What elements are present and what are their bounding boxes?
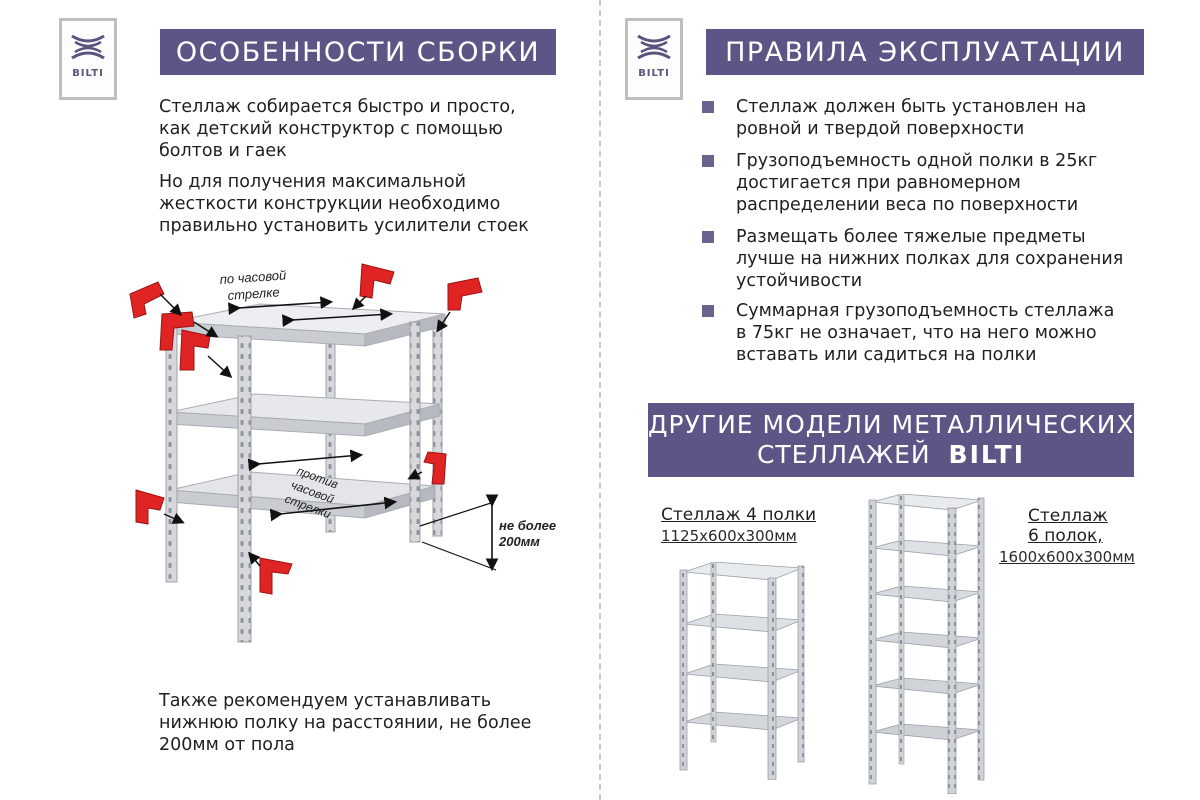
bracket-arrow	[163, 512, 185, 524]
shelf-post	[767, 577, 777, 780]
rule-line: вставать или садиться на полки	[736, 345, 1037, 365]
model-4-title: Стеллаж 4 полки	[661, 505, 817, 525]
bullet-square	[702, 101, 714, 113]
assembly-intro-line: Стеллаж собирается быстро и просто,	[159, 97, 516, 117]
shelf-post	[797, 565, 805, 763]
rule-line: лучше на нижних полках для сохранения	[736, 249, 1124, 269]
bracket-reinforcement	[447, 277, 483, 311]
bracket-arrow	[436, 311, 451, 333]
rule-line: Стеллаж должен быть установлен на	[736, 97, 1087, 117]
bracket-arrow	[407, 468, 423, 480]
shelf-level	[683, 613, 803, 633]
model-6-shelf-image	[868, 494, 985, 794]
model-4-dims: 1125х600х300мм	[661, 527, 797, 545]
rule-line: ровной и твердой поверхности	[736, 119, 1025, 139]
shelf-post	[868, 499, 877, 785]
model-6-dims: 1600х600х300мм	[999, 548, 1135, 566]
assembly-stiffness-line: правильно установить усилители стоек	[159, 216, 529, 236]
shelf-level	[871, 539, 983, 557]
assembly-stiffness: Но для получения максимальной жесткости …	[159, 171, 529, 237]
model-6-title-line: Стеллаж	[1028, 506, 1108, 526]
brand-logo-icon	[637, 34, 671, 60]
brand-logo-text: BILTI	[638, 68, 670, 79]
assembly-footer-line: 200мм от пола	[159, 735, 295, 755]
bracket-reinforcement	[159, 311, 195, 351]
models-banner-word: СТЕЛЛАЖЕЙ	[756, 440, 931, 469]
bracket-reinforcement	[179, 329, 211, 371]
assembly-intro: Стеллаж собирается быстро и просто, как …	[159, 96, 516, 162]
bracket-reinforcement	[259, 557, 293, 595]
bullet-square	[702, 305, 714, 317]
dimension-line	[419, 501, 495, 527]
assembly-intro-line: как детский конструктор с помощью	[159, 119, 503, 139]
right-title: ПРАВИЛА ЭКСПЛУАТАЦИИ	[725, 36, 1125, 68]
bracket-arrow	[159, 293, 183, 317]
bracket-reinforcement	[359, 263, 395, 299]
bracket-reinforcement	[129, 281, 165, 319]
assembly-footer-line: Также рекомендуем устанавливать	[159, 691, 492, 711]
dimension-line	[421, 541, 497, 571]
model-6-title-line: 6 полок,	[1028, 526, 1103, 546]
shelf-post	[409, 321, 421, 543]
shelf-level	[683, 663, 803, 683]
rule-line: достигается при равномерном	[736, 173, 1021, 193]
bullet-square	[702, 155, 714, 167]
shelf-level	[871, 723, 983, 741]
shelf-post	[237, 335, 252, 643]
assembly-stiffness-line: Но для получения максимальной	[159, 172, 466, 192]
bullet-square	[702, 231, 714, 243]
assembly-footer: Также рекомендуем устанавливать нижнюю п…	[159, 690, 531, 756]
distance-label-line: 200мм	[498, 534, 540, 549]
assembly-footer-line: нижнюю полку на расстоянии, не более	[159, 713, 532, 733]
distance-label-line: не более	[499, 518, 556, 533]
bracket-arrow	[248, 551, 261, 567]
shelf-level	[683, 711, 803, 731]
assembly-diagram: по часовой стрелке против часовой стрелк…	[129, 263, 556, 643]
shelf-post	[898, 494, 905, 765]
bracket-arrow	[207, 355, 233, 379]
rotation-arrow	[269, 496, 398, 522]
rotation-arrow	[282, 308, 394, 327]
page-divider	[599, 0, 601, 800]
brand-logo-left: BILTI	[59, 18, 117, 100]
left-title-banner: ОСОБЕННОСТИ СБОРКИ	[160, 29, 556, 75]
models-banner-line: ДРУГИЕ МОДЕЛИ МЕТАЛЛИЧЕСКИХ	[648, 410, 1135, 439]
model-4-shelf-image	[679, 562, 805, 780]
rotation-arrow	[247, 449, 364, 472]
assembly-stiffness-line: жесткости конструкции необходимо	[159, 194, 501, 214]
shelf-level	[871, 494, 983, 511]
shelf-post	[947, 507, 957, 794]
rule-line: Размещать более тяжелые предметы	[736, 227, 1086, 247]
shelf-level	[871, 631, 983, 649]
models-banner-brand: BILTI	[948, 440, 1026, 469]
rule-line: Грузоподъемность одной полки в 25кг	[736, 151, 1098, 171]
rotation-arrow	[228, 296, 334, 316]
rule-line: Суммарная грузоподъемность стеллажа	[736, 301, 1115, 321]
brand-logo-text: BILTI	[72, 68, 104, 79]
brand-logo-right: BILTI	[625, 18, 683, 100]
shelf-post	[165, 319, 178, 583]
clockwise-label-line: стрелке	[227, 284, 280, 303]
rule-line: в 75кг не означает, что на него можно	[736, 323, 1097, 343]
shelf-post	[432, 315, 443, 537]
assembly-intro-line: болтов и гаек	[159, 141, 287, 161]
bracket-arrow	[193, 321, 219, 338]
shelf-post	[679, 569, 688, 771]
bracket-reinforcement	[423, 451, 447, 485]
models-banner-line: СТЕЛЛАЖЕЙ BILTI	[648, 440, 1134, 470]
shelf-level	[871, 677, 983, 695]
bracket-arrow	[351, 295, 367, 311]
shelf-level	[683, 562, 803, 581]
right-title-banner: ПРАВИЛА ЭКСПЛУАТАЦИИ	[706, 29, 1144, 75]
rule-line: устойчивости	[736, 271, 863, 291]
bracket-reinforcement	[135, 489, 165, 525]
brand-logo-icon	[71, 34, 105, 60]
shelf-post	[977, 497, 985, 781]
shelf-post	[710, 562, 717, 743]
rule-line: распределении веса по поверхности	[736, 195, 1079, 215]
clockwise-label-line: по часовой	[219, 267, 287, 287]
shelf-level	[871, 585, 983, 603]
left-title: ОСОБЕННОСТИ СБОРКИ	[175, 36, 541, 68]
models-banner: ДРУГИЕ МОДЕЛИ МЕТАЛЛИЧЕСКИХ СТЕЛЛАЖЕЙ BI…	[648, 403, 1134, 477]
